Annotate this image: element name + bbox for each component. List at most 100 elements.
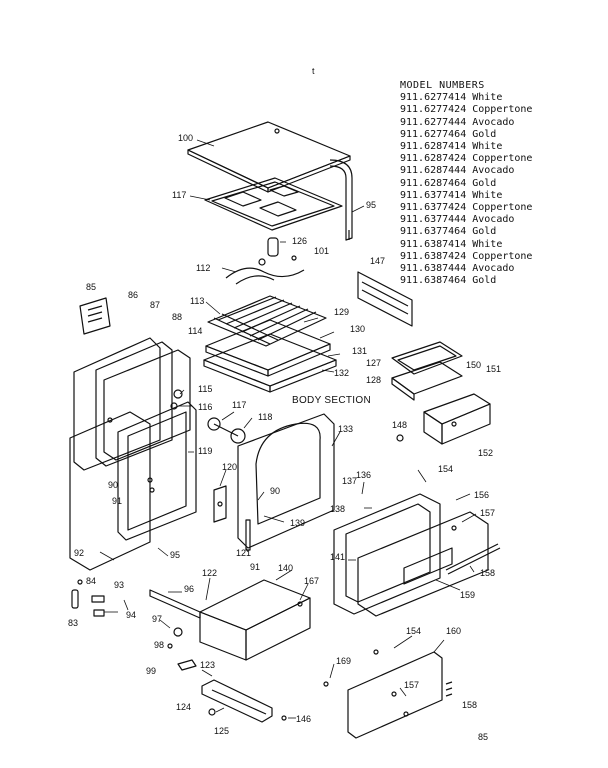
model-numbers-header: MODEL NUMBERS <box>400 80 485 91</box>
part-label: 157 <box>404 680 420 690</box>
body-side-95 <box>329 159 353 241</box>
broil-pan-131 <box>203 333 337 393</box>
part-label: 152 <box>478 448 494 458</box>
element-112 <box>225 258 305 285</box>
part-98 <box>167 643 173 649</box>
part-97 <box>173 627 183 637</box>
part-label: 113 <box>190 296 205 306</box>
part-label: 159 <box>460 590 476 600</box>
part-label: 123 <box>200 660 216 670</box>
part-label: 83 <box>68 618 79 628</box>
small-parts-83-94 <box>71 579 105 617</box>
part-label: 125 <box>214 726 230 736</box>
model-number-row: 911.6287424 Coppertone <box>400 153 533 165</box>
section-title: BODY SECTION <box>292 395 371 406</box>
model-number-row: 911.6377414 White <box>400 189 503 201</box>
part-label: 151 <box>486 364 502 374</box>
model-number-row: 911.6387444 Avocado <box>400 263 515 275</box>
part-label: 126 <box>292 236 308 246</box>
part-label: 141 <box>330 552 346 562</box>
part-label: 138 <box>330 504 346 514</box>
oven-front-frame-133 <box>237 413 335 551</box>
part-label: 99 <box>146 666 157 676</box>
model-number-row: 911.6387414 White <box>400 238 503 250</box>
part-label: 157 <box>480 508 496 518</box>
part-label: 132 <box>334 368 350 378</box>
model-number-row: 911.6277444 Avocado <box>400 116 515 128</box>
part-label: 87 <box>150 300 161 310</box>
part-label: 131 <box>352 346 368 356</box>
part-label: 118 <box>258 412 273 422</box>
model-number-row: 911.6387464 Gold <box>400 275 497 287</box>
part-101 <box>291 255 297 261</box>
door-outer-159 <box>357 511 489 617</box>
model-number-row: 911.6287464 Gold <box>400 177 497 189</box>
pan-128 <box>391 361 463 401</box>
model-number-row: 911.6377464 Gold <box>400 226 497 238</box>
leader-lines <box>99 139 477 719</box>
part-label: 136 <box>356 470 372 480</box>
part-label: 158 <box>462 700 478 710</box>
part-126 <box>267 237 279 257</box>
broil-pan-130 <box>205 319 331 377</box>
model-number-row: 911.6377424 Coppertone <box>400 202 533 214</box>
part-label: 115 <box>198 384 213 394</box>
part-label: 96 <box>184 584 195 594</box>
part-label: 97 <box>152 614 163 624</box>
panel-160 <box>347 651 453 739</box>
part-label: 112 <box>196 263 211 273</box>
part-label: 88 <box>172 312 183 322</box>
model-number-row: 911.6387424 Coppertone <box>400 250 533 262</box>
part-124 <box>208 708 216 716</box>
part-99 <box>177 659 197 671</box>
part-label: 117 <box>232 400 247 410</box>
back-panel-86 <box>73 337 161 471</box>
part-label: 148 <box>392 420 408 430</box>
part-label: 127 <box>366 358 382 368</box>
part-label: 128 <box>366 375 382 385</box>
page-number: 85 <box>478 732 489 742</box>
part-label: 101 <box>314 246 330 256</box>
part-169 <box>323 681 329 687</box>
model-number-row: 911.6287444 Avocado <box>400 165 515 177</box>
part-label: 154 <box>438 464 454 474</box>
cooktop-frame-117 <box>204 177 343 231</box>
part-label: 169 <box>336 656 352 666</box>
part-label: 120 <box>222 462 238 472</box>
outer-side-panel-92 <box>69 411 151 571</box>
part-label: 94 <box>126 610 137 620</box>
part-label: 119 <box>198 446 213 456</box>
part-label: 114 <box>188 326 203 336</box>
kickplate-125 <box>201 679 273 723</box>
part-label: 91 <box>250 562 261 572</box>
panel-152 <box>423 393 491 445</box>
drawer-rail-96 <box>149 589 201 619</box>
model-number-row: 911.6277464 Gold <box>400 128 497 140</box>
part-label: 95 <box>170 550 181 560</box>
model-number-row: 911.6287414 White <box>400 141 503 153</box>
control-parts-115-118 <box>170 389 246 444</box>
part-148 <box>396 434 404 442</box>
part-label: 117 <box>172 190 187 200</box>
pan-127 <box>391 341 463 375</box>
door-inner-141 <box>333 493 441 615</box>
top-panel-100 <box>187 121 351 193</box>
model-number-row: 911.6377444 Avocado <box>400 214 515 226</box>
part-label: 95 <box>366 200 377 210</box>
part-label: 84 <box>86 576 97 586</box>
plate-85 <box>79 297 111 335</box>
part-label: 116 <box>198 402 213 412</box>
top-mark: t <box>312 66 315 76</box>
bracket-120 <box>213 485 227 523</box>
part-label: 147 <box>370 256 386 266</box>
part-label: 137 <box>342 476 358 486</box>
part-label: 154 <box>406 626 422 636</box>
part-label: 140 <box>278 563 294 573</box>
side-panel-87 <box>95 341 173 467</box>
part-label: 91 <box>112 496 123 506</box>
model-numbers-list: MODEL NUMBERS 911.6277414 White 911.6277… <box>400 80 532 287</box>
part-label: 124 <box>176 702 192 712</box>
part-label: 156 <box>474 490 490 500</box>
